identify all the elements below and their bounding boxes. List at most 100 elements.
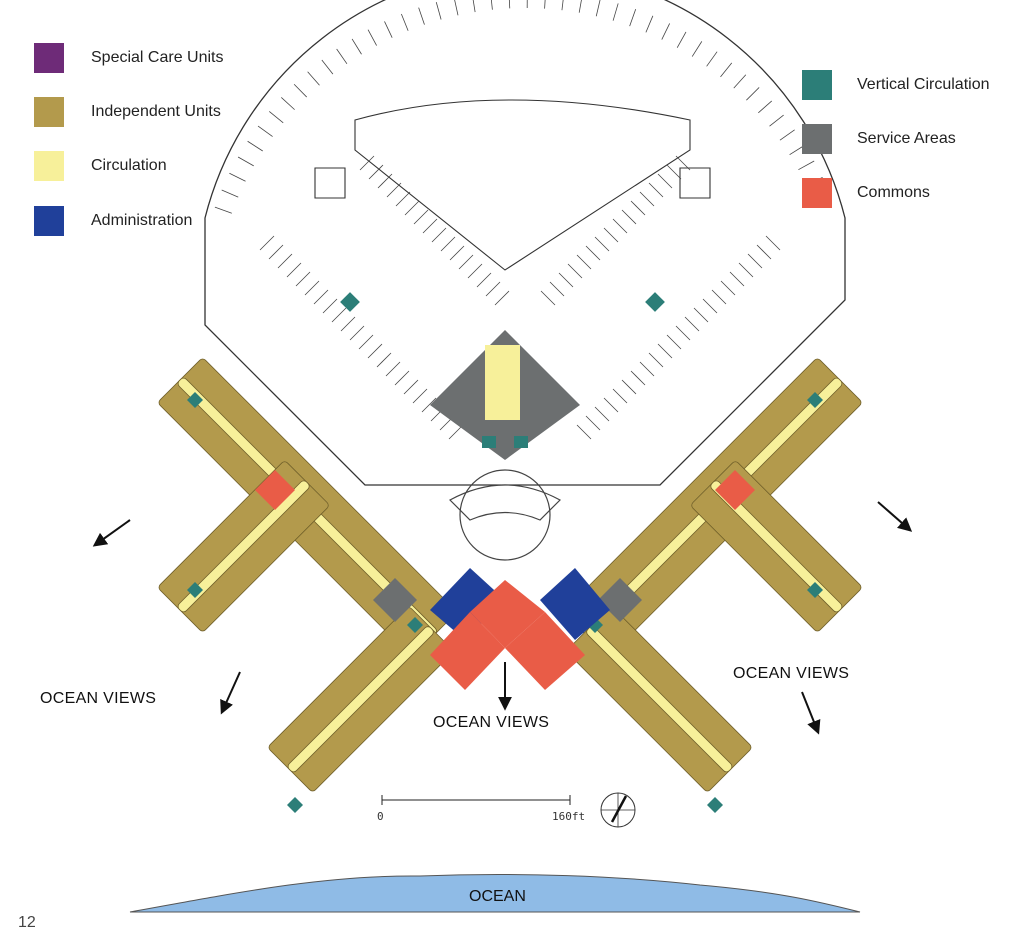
entry-rotunda — [459, 469, 551, 561]
commons-block — [505, 612, 585, 690]
north-arrow-icon — [600, 792, 636, 828]
stall-line — [691, 41, 703, 57]
stall-line — [779, 129, 795, 141]
stall-line — [540, 290, 556, 306]
view-arrow — [801, 691, 821, 735]
commons-block — [430, 612, 505, 690]
stall-line — [756, 244, 772, 260]
legend-item-administration: Administration — [34, 206, 192, 236]
legend-swatch — [802, 178, 832, 208]
stall-line — [612, 3, 619, 21]
stall-line — [307, 71, 320, 86]
view-arrow — [220, 671, 241, 715]
scale-max: 160ft — [552, 810, 586, 823]
stall-line — [336, 48, 348, 65]
stall-line — [431, 227, 447, 243]
legend-item-independent: Independent Units — [34, 97, 221, 127]
parking-island-right — [679, 167, 711, 199]
stall-line — [769, 114, 784, 127]
view-arrow — [877, 501, 913, 532]
stall-line — [367, 343, 383, 359]
stall-line — [720, 280, 736, 296]
stall-line — [472, 0, 476, 13]
stall-line — [645, 15, 654, 33]
stall-line — [693, 307, 709, 323]
stall-line — [629, 8, 637, 27]
stall-line — [404, 200, 420, 216]
admin-block — [430, 568, 505, 640]
stall-line — [738, 262, 754, 278]
wing-commons — [255, 470, 295, 510]
wing-corridor — [710, 480, 843, 613]
stall-line — [385, 361, 401, 377]
stall-line — [675, 155, 691, 171]
stall-line — [401, 13, 409, 31]
stall-line — [544, 0, 546, 9]
legend-swatch — [802, 124, 832, 154]
stall-line — [594, 236, 610, 252]
stall-line — [454, 0, 459, 16]
stall-line — [720, 62, 733, 78]
stall-line — [467, 263, 483, 279]
legend-swatch — [802, 70, 832, 100]
parking-vertical-circ — [340, 292, 360, 312]
legend-item-vertical-circulation: Vertical Circulation — [802, 70, 990, 100]
stall-line — [476, 272, 492, 288]
stall-line — [435, 2, 442, 20]
stall-line — [729, 271, 745, 287]
stall-line — [758, 100, 773, 114]
stall-line — [578, 0, 582, 13]
stall-line — [508, 0, 511, 9]
wing-service — [373, 578, 417, 622]
stall-line — [567, 263, 583, 279]
stall-line — [313, 289, 329, 305]
stall-line — [281, 97, 295, 110]
wing — [268, 607, 453, 792]
stall-line — [676, 31, 687, 48]
stall-line — [485, 281, 501, 297]
wing-vertical-circ — [187, 582, 203, 598]
stall-line — [648, 182, 664, 198]
stall-line — [351, 38, 362, 55]
legend-swatch — [34, 43, 64, 73]
stall-line — [295, 271, 311, 287]
legend-item-commons: Commons — [802, 178, 930, 208]
view-label-left: OCEAN VIEWS — [40, 690, 157, 707]
stall-line — [247, 140, 263, 152]
center-complex — [430, 330, 610, 690]
view-arrow — [92, 519, 131, 547]
stall-line — [576, 254, 592, 270]
admin-block — [540, 568, 610, 640]
stall-line — [490, 0, 493, 10]
stall-line — [221, 189, 239, 198]
stall-line — [706, 51, 718, 67]
wing-vertical-circ — [287, 797, 303, 813]
wing-corridor — [586, 626, 733, 773]
stall-line — [595, 0, 601, 17]
parking-island-left — [314, 167, 346, 199]
stall-line — [229, 172, 246, 182]
stall-line — [358, 334, 374, 350]
stall-line — [458, 254, 474, 270]
stall-line — [214, 206, 232, 214]
center-vertical-circ — [482, 436, 496, 448]
stall-line — [422, 218, 438, 234]
center-circulation — [485, 345, 520, 420]
wing-vertical-circ — [407, 617, 423, 633]
stall-line — [412, 388, 428, 404]
stall-line — [403, 379, 419, 395]
wing-vertical-circ — [807, 392, 823, 408]
stall-line — [630, 200, 646, 216]
stall-line — [585, 245, 601, 261]
wing-vertical-circ — [807, 582, 823, 598]
stall-line — [765, 235, 781, 251]
legend-label: Vertical Circulation — [857, 76, 990, 93]
stall-line — [376, 352, 392, 368]
scale-min: 0 — [377, 810, 384, 823]
stall-line — [621, 379, 637, 395]
stall-line — [440, 236, 456, 252]
stall-line — [237, 156, 254, 167]
stall-line — [561, 0, 564, 11]
stall-line — [630, 370, 646, 386]
stall-line — [798, 160, 815, 171]
